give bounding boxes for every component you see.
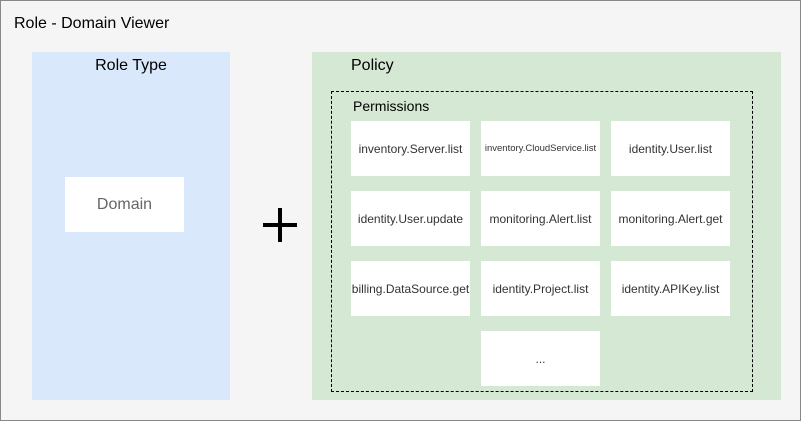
permission-item: monitoring.Alert.list [481, 191, 600, 246]
permission-item: identity.User.list [611, 121, 730, 176]
permission-item: monitoring.Alert.get [611, 191, 730, 246]
permission-item: identity.User.update [351, 191, 470, 246]
permission-item: identity.APIKey.list [611, 261, 730, 316]
policy-panel: Policy Permissions inventory.Server.list… [312, 52, 781, 400]
domain-box: Domain [65, 177, 184, 232]
role-type-title: Role Type [95, 57, 167, 74]
frame-title: Role - Domain Viewer [14, 15, 170, 32]
plus-icon [263, 208, 297, 242]
permission-more-item: ... [481, 331, 600, 386]
role-type-panel: Role Type Domain [32, 52, 230, 400]
permission-item: identity.Project.list [481, 261, 600, 316]
permissions-box: Permissions inventory.Server.list invent… [331, 91, 753, 392]
permission-item: inventory.Server.list [351, 121, 470, 176]
permission-item: inventory.CloudService.list [481, 121, 600, 176]
permission-item: billing.DataSource.get [351, 261, 470, 316]
permissions-title: Permissions [353, 98, 430, 114]
policy-title: Policy [351, 57, 394, 74]
